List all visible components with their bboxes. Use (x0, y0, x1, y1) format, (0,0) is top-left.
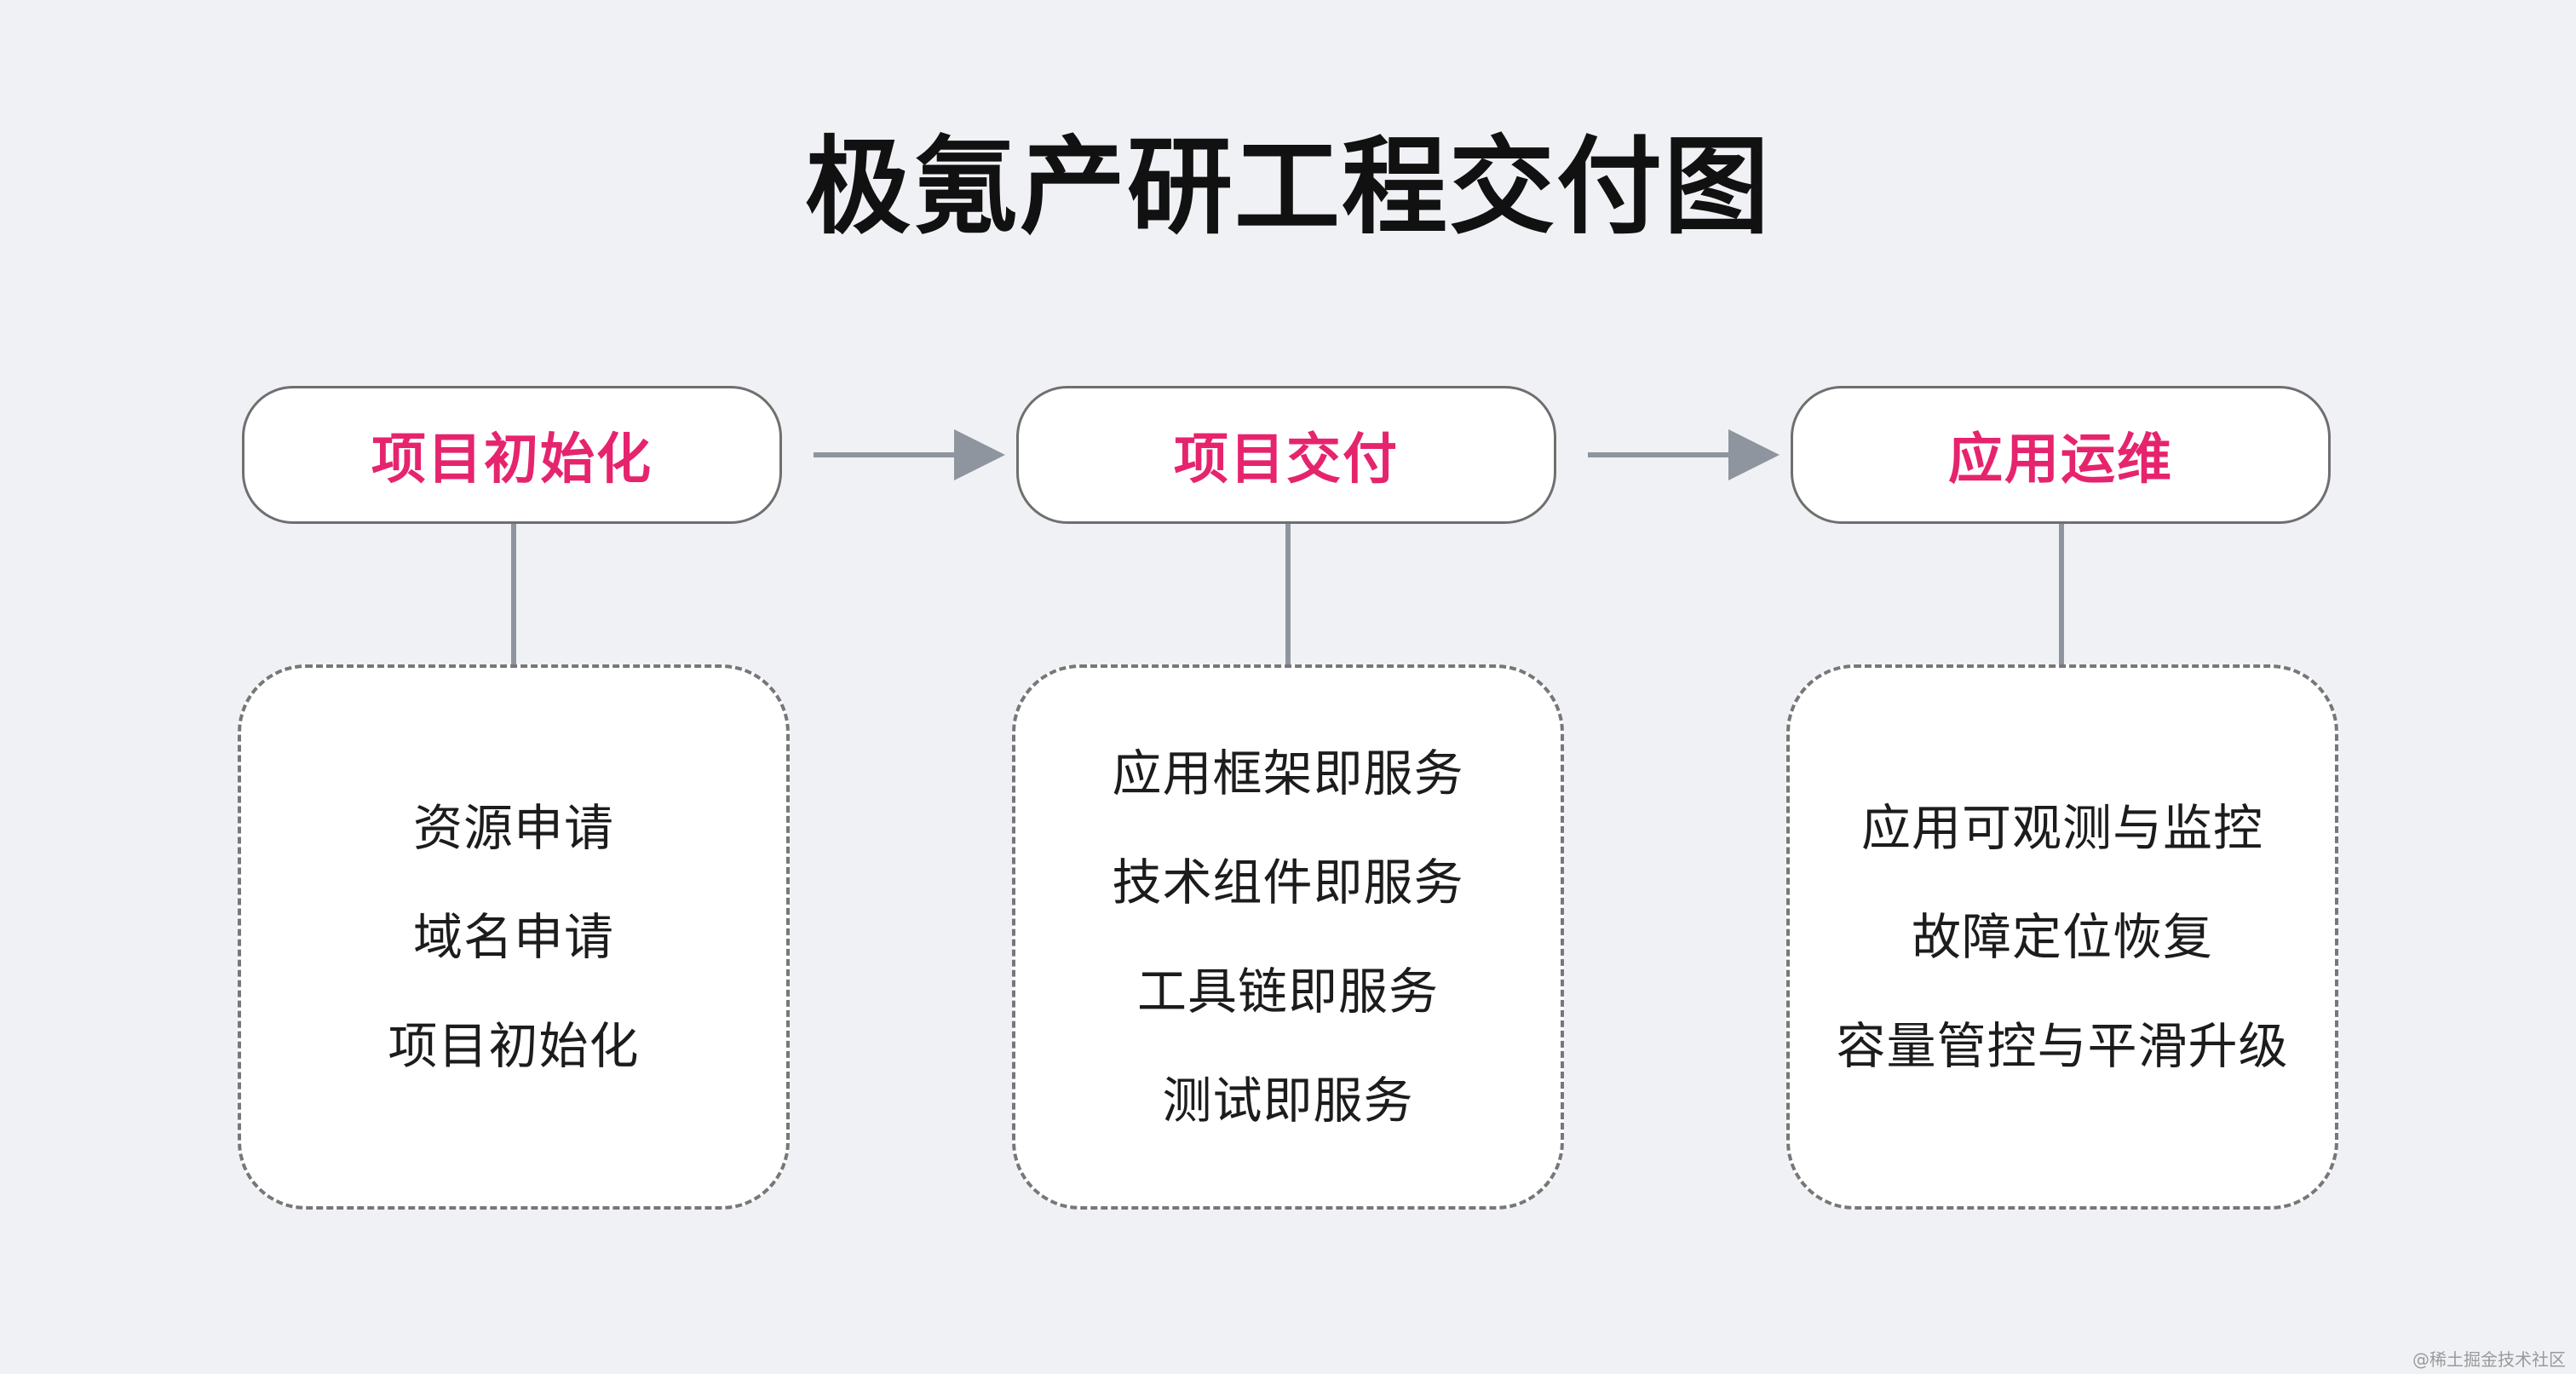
detail-box-project-init: 资源申请 域名申请 项目初始化 (238, 664, 790, 1210)
stage-label: 项目交付 (1174, 428, 1399, 492)
stage-box-project-init: 项目初始化 (242, 386, 782, 524)
stage-box-project-delivery: 项目交付 (1016, 386, 1556, 524)
list-item: 域名申请 (412, 908, 614, 966)
diagram-title: 极氪产研工程交付图 (804, 126, 1771, 249)
list-item: 项目初始化 (388, 1017, 640, 1075)
stage-label: 项目初始化 (371, 428, 653, 492)
stage-label: 应用运维 (1948, 428, 2173, 492)
list-item: 应用框架即服务 (1112, 744, 1464, 802)
stage-box-app-operations: 应用运维 (1791, 386, 2331, 524)
list-item: 测试即服务 (1162, 1072, 1414, 1130)
list-item: 资源申请 (412, 799, 614, 857)
list-item: 工具链即服务 (1136, 963, 1439, 1020)
list-item: 应用可观测与监控 (1860, 799, 2263, 857)
list-item: 容量管控与平滑升级 (1836, 1017, 2289, 1075)
list-item: 技术组件即服务 (1112, 854, 1464, 911)
watermark: @稀土掘金技术社区 (2412, 1349, 2566, 1370)
detail-box-project-delivery: 应用框架即服务 技术组件即服务 工具链即服务 测试即服务 (1012, 664, 1564, 1210)
detail-box-app-operations: 应用可观测与监控 故障定位恢复 容量管控与平滑升级 (1786, 664, 2338, 1210)
list-item: 故障定位恢复 (1911, 908, 2213, 966)
